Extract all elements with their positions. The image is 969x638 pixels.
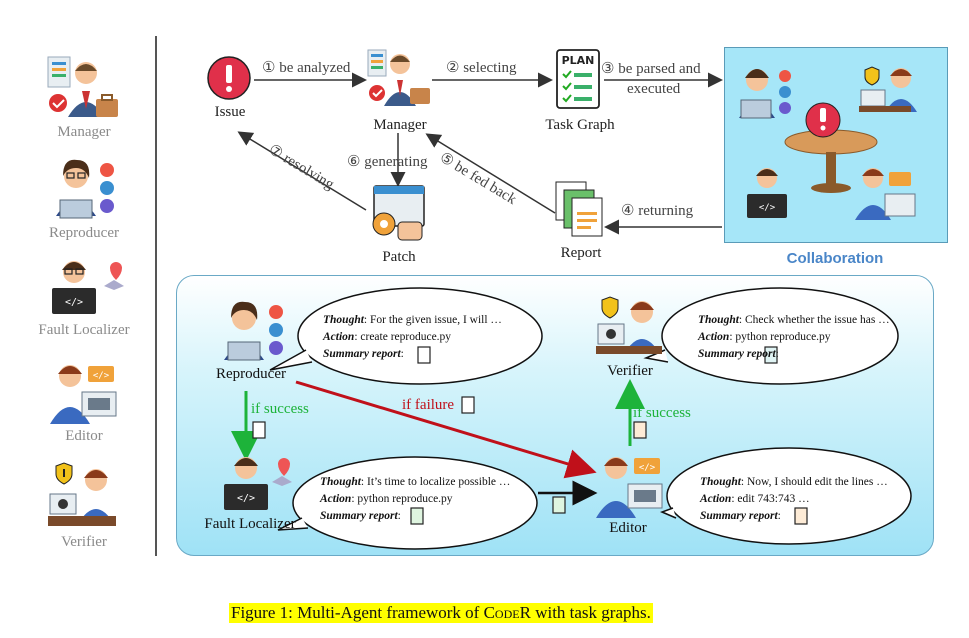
verifier-bubble-text: Thought: Check whether the issue has … A…	[698, 314, 890, 360]
manager-node-icon	[367, 49, 430, 106]
doc-icon	[633, 421, 647, 439]
editor-agent-label: Editor	[609, 520, 647, 536]
report-icon	[555, 181, 603, 237]
fault-localizer-bubble-tail	[277, 517, 309, 531]
legend-editor-label: Editor	[65, 428, 103, 444]
doc-icon	[410, 507, 424, 525]
collaboration-box: </>	[724, 47, 948, 243]
manager-icon	[47, 56, 118, 117]
doc-icon	[417, 346, 431, 364]
task-graph-icon: PLAN	[556, 49, 600, 109]
edge-label-3a: ③ be parsed and	[601, 61, 701, 77]
legend-reproducer-label: Reproducer	[49, 225, 119, 241]
doc-icon	[764, 346, 778, 364]
editor-agent-icon: </>	[596, 457, 663, 518]
editor-bubble	[666, 447, 912, 545]
edge-label-2: ② selecting	[446, 60, 517, 76]
plan-text: PLAN	[562, 54, 595, 67]
svg-text:</>: </>	[759, 203, 776, 213]
reproducer-icon	[56, 159, 114, 219]
reproducer-agent-label: Reproducer	[216, 366, 286, 382]
patch-label: Patch	[382, 249, 416, 265]
verifier-icon	[48, 462, 116, 526]
editor-bubble-text: Thought: Now, I should edit the lines … …	[700, 476, 888, 522]
reproducer-agent-icon	[224, 301, 283, 361]
legend-fault-localizer-label: Fault Localizer	[38, 322, 130, 338]
issue-label: Issue	[214, 104, 246, 120]
top-flow-arrows	[237, 72, 723, 235]
if-success-label-1: if success	[251, 401, 309, 417]
task-graph-label: Task Graph	[545, 117, 615, 133]
legend-verifier-label: Verifier	[61, 534, 107, 550]
doc-icon	[461, 396, 475, 414]
figure-caption: Figure 1: Multi-Agent framework of CodeR…	[229, 603, 653, 623]
collaboration-scene: </>	[739, 66, 917, 220]
reproducer-bubble	[297, 287, 543, 385]
edge-label-6: ⑥ generating	[347, 154, 428, 170]
reproducer-bubble-text: Thought: For the given issue, I will … A…	[323, 314, 502, 360]
fault-localizer-agent-label: Fault Localizer	[204, 516, 296, 532]
verifier-agent-icon	[596, 296, 662, 354]
editor-icon: </>	[50, 365, 117, 424]
editor-bubble-tail	[659, 507, 677, 519]
svg-text:</>: </>	[65, 297, 83, 308]
edge-label-3b: executed	[627, 81, 681, 97]
divider	[155, 36, 157, 556]
issue-icon	[207, 56, 251, 100]
edge-label-1: ① be analyzed	[262, 60, 351, 76]
doc-icon	[794, 507, 808, 525]
verifier-agent-label: Verifier	[607, 363, 653, 379]
legend-manager-label: Manager	[57, 124, 111, 140]
verifier-bubble	[661, 287, 899, 385]
doc-icon	[552, 496, 566, 514]
edge-label-4: ④ returning	[621, 203, 694, 219]
collaboration-title: Collaboration	[786, 250, 884, 267]
fault-localizer-bubble	[292, 456, 538, 550]
if-success-label-2: if success	[633, 405, 691, 421]
svg-text:</>: </>	[639, 463, 656, 473]
doc-icon	[252, 421, 266, 439]
svg-text:</>: </>	[93, 371, 110, 381]
reproducer-bubble-tail	[269, 349, 313, 371]
fault-localizer-agent-icon: </>	[224, 457, 292, 510]
if-failure-label: if failure	[402, 397, 455, 413]
manager-node-label: Manager	[373, 117, 427, 133]
fault-localizer-bubble-text: Thought: It’s time to localize possible …	[320, 476, 511, 522]
patch-icon	[372, 185, 425, 241]
report-label: Report	[560, 245, 602, 261]
fault-localizer-icon: </>	[52, 261, 124, 314]
svg-text:</>: </>	[237, 493, 255, 504]
